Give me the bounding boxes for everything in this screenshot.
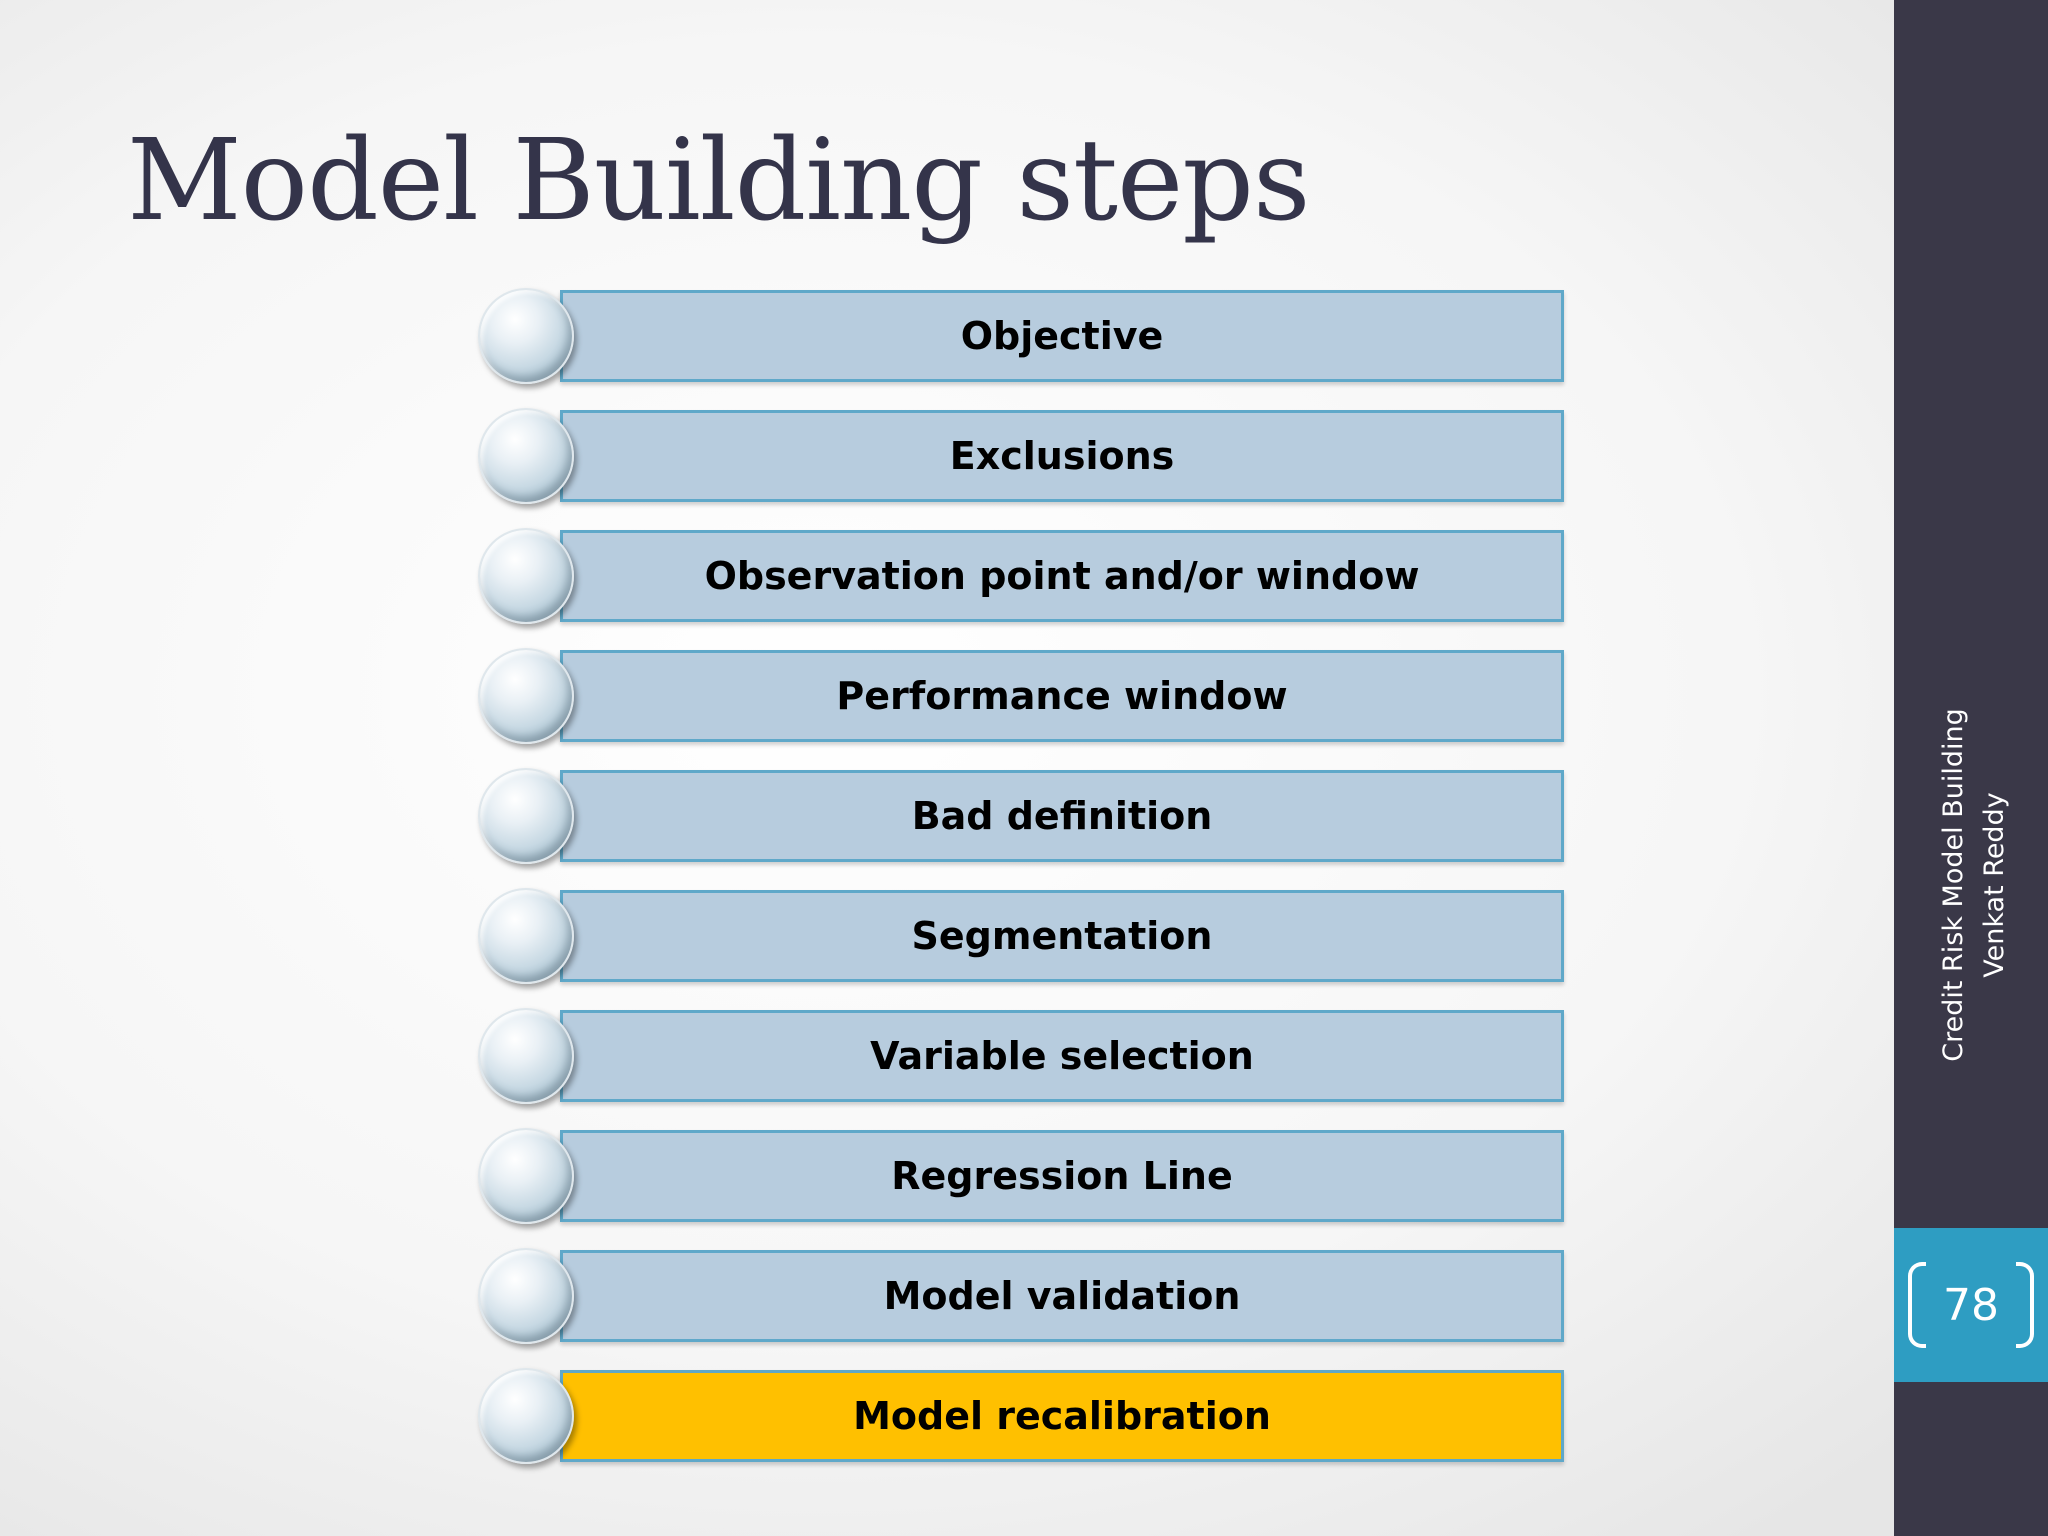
step-label: Regression Line (891, 1154, 1233, 1198)
footer-line-2: Venkat Reddy (1979, 792, 2010, 978)
step-bar: Variable selection (560, 1010, 1564, 1102)
slide-title: Model Building steps (127, 116, 1310, 246)
step-bar: Objective (560, 290, 1564, 382)
step-item-highlighted: Model recalibration (478, 1368, 1572, 1468)
step-bar: Observation point and/or window (560, 530, 1564, 622)
step-label: Segmentation (911, 914, 1213, 958)
step-bar: Model recalibration (560, 1370, 1564, 1462)
step-label: Performance window (836, 674, 1288, 718)
step-item: Regression Line (478, 1128, 1572, 1228)
step-item: Variable selection (478, 1008, 1572, 1108)
bullet-circle-icon (478, 288, 574, 384)
step-item: Exclusions (478, 408, 1572, 508)
bullet-circle-icon (478, 1008, 574, 1104)
step-label: Model recalibration (853, 1394, 1271, 1438)
step-label: Objective (960, 314, 1164, 358)
step-label: Bad definition (911, 794, 1213, 838)
step-item: Segmentation (478, 888, 1572, 988)
step-label: Observation point and/or window (704, 554, 1420, 598)
step-bar: Regression Line (560, 1130, 1564, 1222)
bullet-circle-icon (478, 768, 574, 864)
step-bar: Performance window (560, 650, 1564, 742)
slide: Model Building steps Objective Exclusion… (127, 116, 1572, 1468)
step-item: Objective (478, 288, 1572, 388)
step-bar: Exclusions (560, 410, 1564, 502)
step-bar: Segmentation (560, 890, 1564, 982)
bullet-circle-icon (478, 408, 574, 504)
right-bracket-icon (2016, 1262, 2034, 1348)
step-label: Variable selection (870, 1034, 1254, 1078)
bullet-circle-icon (478, 888, 574, 984)
bullet-circle-icon (478, 648, 574, 744)
step-label: Exclusions (949, 434, 1175, 478)
step-bar: Bad definition (560, 770, 1564, 862)
step-item: Performance window (478, 648, 1572, 748)
bullet-circle-icon (478, 1368, 574, 1464)
footer-line-1: Credit Risk Model Building (1938, 708, 1969, 1062)
page-number-box: 78 (1894, 1228, 2048, 1382)
bullet-circle-icon (478, 1128, 574, 1224)
bullet-circle-icon (478, 1248, 574, 1344)
sidebar-footer-text: Credit Risk Model Building Venkat Reddy (1933, 705, 2017, 1065)
step-bar: Model validation (560, 1250, 1564, 1342)
step-item: Observation point and/or window (478, 528, 1572, 628)
step-item: Bad definition (478, 768, 1572, 868)
step-label: Model validation (883, 1274, 1241, 1318)
left-bracket-icon (1908, 1262, 1926, 1348)
bullet-circle-icon (478, 528, 574, 624)
page-number: 78 (1943, 1279, 1999, 1331)
step-item: Model validation (478, 1248, 1572, 1348)
